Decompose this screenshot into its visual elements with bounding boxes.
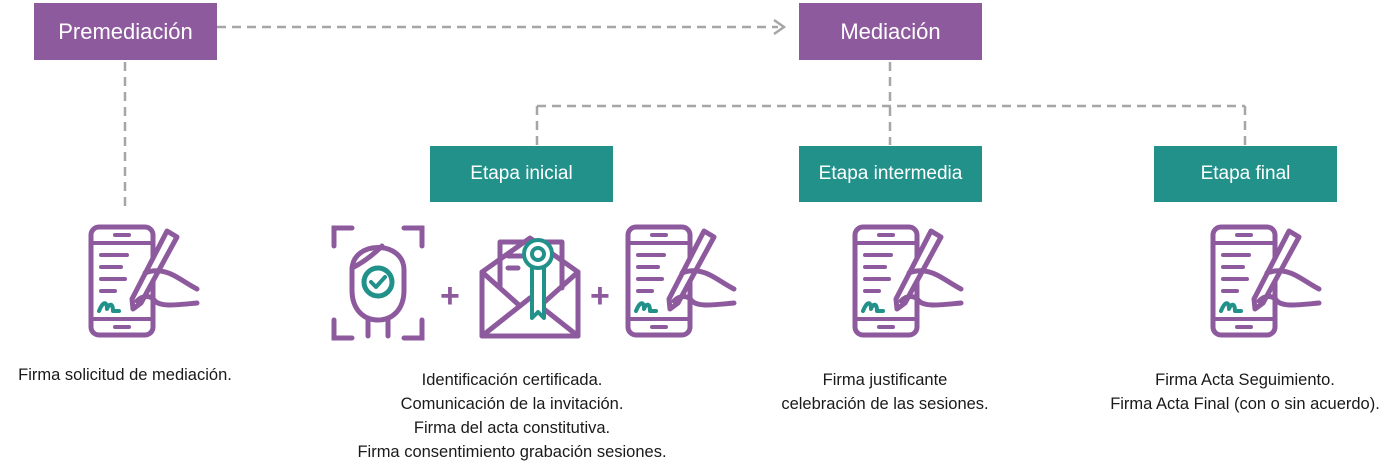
caption-line: Firma justificante <box>822 371 948 389</box>
phase-mediation: Mediación <box>799 3 982 60</box>
stage-initial: Etapa inicial <box>430 146 613 202</box>
caption-line: Firma consentimiento grabación sesiones. <box>357 443 667 461</box>
stage-intermediate: Etapa intermedia <box>799 146 982 202</box>
plus-sign-2: + <box>590 277 610 315</box>
phone-signature-icon <box>622 223 752 343</box>
stage-intermediate-label: Etapa intermedia <box>818 163 963 184</box>
caption-intermediate: Firma justificante celebración de las se… <box>740 368 1030 416</box>
phone-signature-icon <box>849 223 979 343</box>
caption-line: Identificación certificada. <box>421 371 603 389</box>
certified-envelope-icon <box>479 235 581 339</box>
stage-final: Etapa final <box>1154 146 1337 202</box>
arrow-head <box>773 18 787 36</box>
stage-final-label: Etapa final <box>1200 163 1291 184</box>
caption-line: Firma Acta Final (con o sin acuerdo). <box>1110 395 1380 413</box>
phase-mediation-label: Mediación <box>840 18 941 44</box>
plus-sign-1: + <box>440 277 460 315</box>
caption-initial: Identificación certificada. Comunicación… <box>312 368 712 464</box>
phase-premediation-label: Premediación <box>58 18 193 44</box>
caption-line: Firma Acta Seguimiento. <box>1155 371 1335 389</box>
caption-line: Firma del acta constitutiva. <box>413 419 611 437</box>
face-verification-icon <box>331 225 425 341</box>
caption-final: Firma Acta Seguimiento. Firma Acta Final… <box>1090 368 1400 416</box>
caption-line: Firma solicitud de mediación. <box>18 366 232 384</box>
phase-premediation: Premediación <box>34 3 217 60</box>
stage-initial-label: Etapa inicial <box>470 163 573 184</box>
phone-signature-icon <box>85 223 215 343</box>
caption-premediation: Firma solicitud de mediación. <box>0 363 250 387</box>
caption-line: celebración de las sesiones. <box>781 395 989 413</box>
phone-signature-icon <box>1207 223 1337 343</box>
caption-line: Comunicación de la invitación. <box>400 395 624 413</box>
